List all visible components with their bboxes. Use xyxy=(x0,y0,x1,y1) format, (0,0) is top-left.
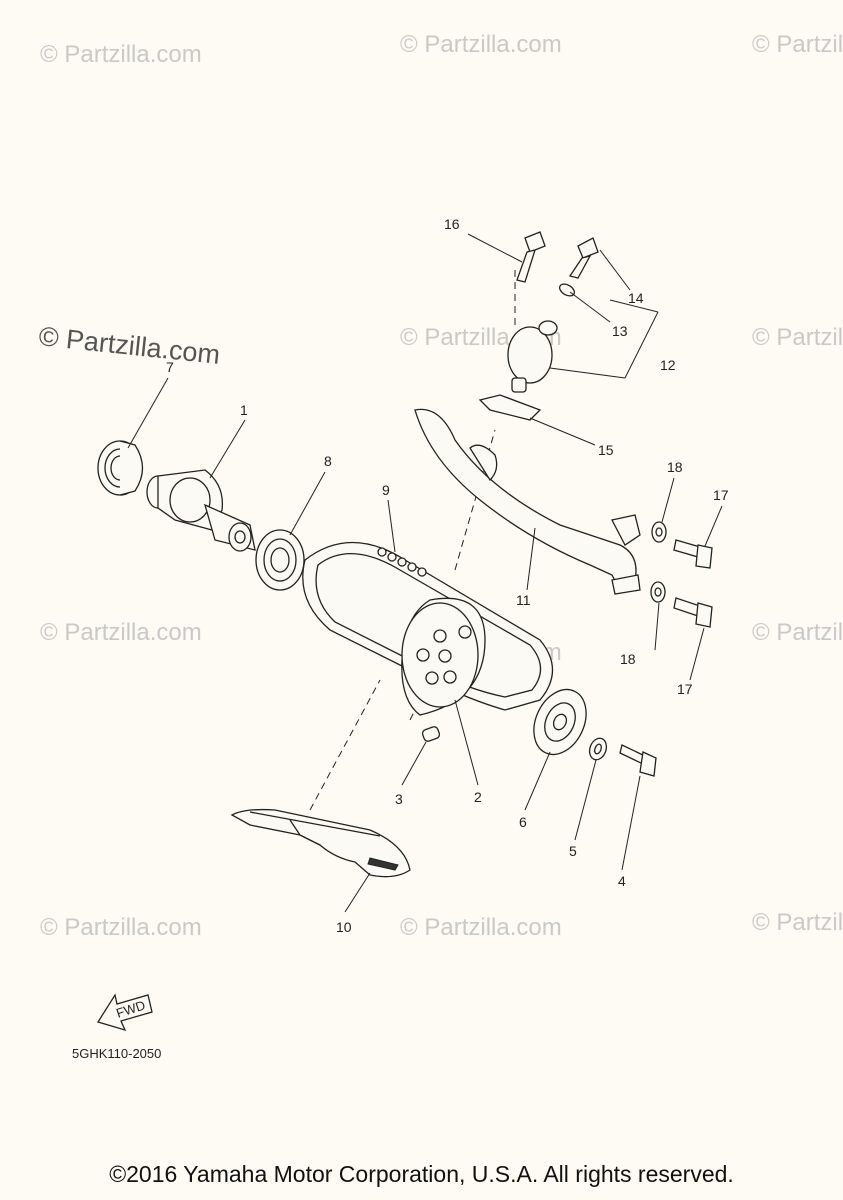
callout-4: 4 xyxy=(618,873,626,889)
watermark-2: © Partzilla.com xyxy=(400,31,562,58)
watermark-highlight: © Partzilla.com xyxy=(37,321,221,370)
small-gasket xyxy=(558,283,576,297)
callout-3: 3 xyxy=(395,791,403,807)
watermark-3: © Partzilla.com xyxy=(752,31,843,58)
callout-2: 2 xyxy=(474,789,482,805)
cam-sprocket xyxy=(401,597,486,716)
watermark-6: © Partzilla.com xyxy=(40,619,202,646)
bearing-left xyxy=(97,440,144,496)
camshaft xyxy=(146,469,256,552)
tensioner-gasket xyxy=(478,394,542,421)
tensioner-assembly xyxy=(507,320,558,393)
bolt-4 xyxy=(619,744,657,777)
bolt-14 xyxy=(568,237,599,279)
chain-guide-lower xyxy=(230,808,411,878)
callout-5: 5 xyxy=(569,843,577,859)
callout-16: 16 xyxy=(444,216,460,232)
washer-18-upper xyxy=(651,521,667,543)
watermark-1: © Partzilla.com xyxy=(40,41,202,68)
alignment-lines xyxy=(309,270,516,811)
watermark-11: © Partzilla.com xyxy=(752,909,843,936)
callout-11: 11 xyxy=(516,592,531,608)
callout-18-lower: 18 xyxy=(620,651,636,667)
leader-lines xyxy=(127,233,723,913)
watermark-5: © Partzilla.com xyxy=(752,324,843,351)
bolt-16 xyxy=(516,231,546,283)
callout-14: 14 xyxy=(628,290,644,306)
callout-1: 1 xyxy=(240,402,248,418)
callout-17-lower: 17 xyxy=(677,681,693,697)
callout-10: 10 xyxy=(336,919,352,935)
dowel-pin xyxy=(421,726,441,742)
callout-6: 6 xyxy=(519,814,527,830)
fwd-arrow-icon: FWD xyxy=(96,993,153,1032)
callout-17-upper: 17 xyxy=(713,487,729,503)
chain-guide-upper xyxy=(414,408,641,595)
chain-links xyxy=(377,547,427,577)
callout-8: 8 xyxy=(324,453,332,469)
callout-12: 12 xyxy=(660,357,676,373)
washer-18-lower xyxy=(650,581,666,603)
bolt-17-upper xyxy=(673,539,713,569)
callout-18-upper: 18 xyxy=(667,459,683,475)
washer-5 xyxy=(588,737,608,761)
callout-7: 7 xyxy=(166,359,174,375)
watermark-9: © Partzilla.com xyxy=(40,914,202,941)
callout-numbers: 1 2 3 4 5 6 7 8 9 10 11 12 13 14 15 16 1… xyxy=(166,216,729,935)
callout-15: 15 xyxy=(598,442,614,458)
watermark-10: © Partzilla.com xyxy=(400,914,562,941)
watermark-8: © Partzilla.com xyxy=(752,619,843,646)
cam-plate xyxy=(533,688,587,756)
bolt-17-lower xyxy=(673,597,713,628)
copyright-notice: ©2016 Yamaha Motor Corporation, U.S.A. A… xyxy=(109,1161,734,1187)
callout-9: 9 xyxy=(382,482,390,498)
bearing-middle xyxy=(255,529,305,591)
diagram-code: 5GHK110-2050 xyxy=(72,1046,161,1061)
callout-13: 13 xyxy=(612,323,628,339)
